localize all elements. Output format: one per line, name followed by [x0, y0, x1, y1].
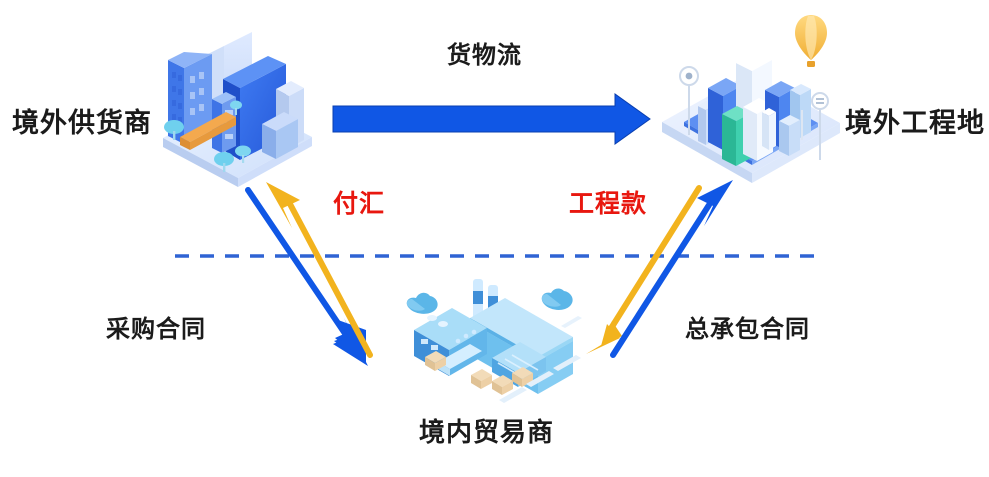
- cargo-box-icon: [425, 351, 446, 371]
- goods-flow-arrow: [332, 93, 651, 145]
- label-purchase-contract: 采购合同: [106, 316, 206, 343]
- map-pin-icon: [679, 66, 699, 135]
- label-fx-payment: 付汇: [333, 190, 386, 218]
- fx-payment-arrow: [266, 182, 373, 358]
- label-project-payment: 工程款: [569, 190, 648, 218]
- cargo-box-icon: [492, 375, 513, 395]
- tree-icon: [230, 100, 242, 115]
- label-overseas-project-site: 境外工程地: [845, 108, 985, 138]
- label-goods-flow: 货物流: [447, 42, 522, 69]
- cloud-icon: [541, 288, 573, 310]
- map-pin-icon: [811, 92, 829, 160]
- isometric-city-icon: [163, 32, 312, 187]
- label-domestic-trader: 境内贸易商: [419, 417, 555, 447]
- isometric-skyline-icon: [662, 15, 840, 183]
- tree-icon: [235, 145, 251, 163]
- isometric-factory-icon: [406, 279, 582, 403]
- general-contract-arrow: [610, 180, 733, 358]
- cargo-box-icon: [471, 369, 492, 389]
- project-payment-arrow: [586, 185, 702, 354]
- hot-air-balloon-icon: [795, 15, 827, 67]
- tree-icon: [214, 152, 234, 172]
- tree-icon: [164, 120, 184, 140]
- label-general-contract: 总承包合同: [685, 316, 810, 343]
- road-dash: [499, 316, 582, 403]
- cargo-box-icon: [512, 367, 533, 387]
- cloud-icon: [406, 292, 438, 314]
- label-overseas-supplier: 境外供货商: [12, 108, 152, 138]
